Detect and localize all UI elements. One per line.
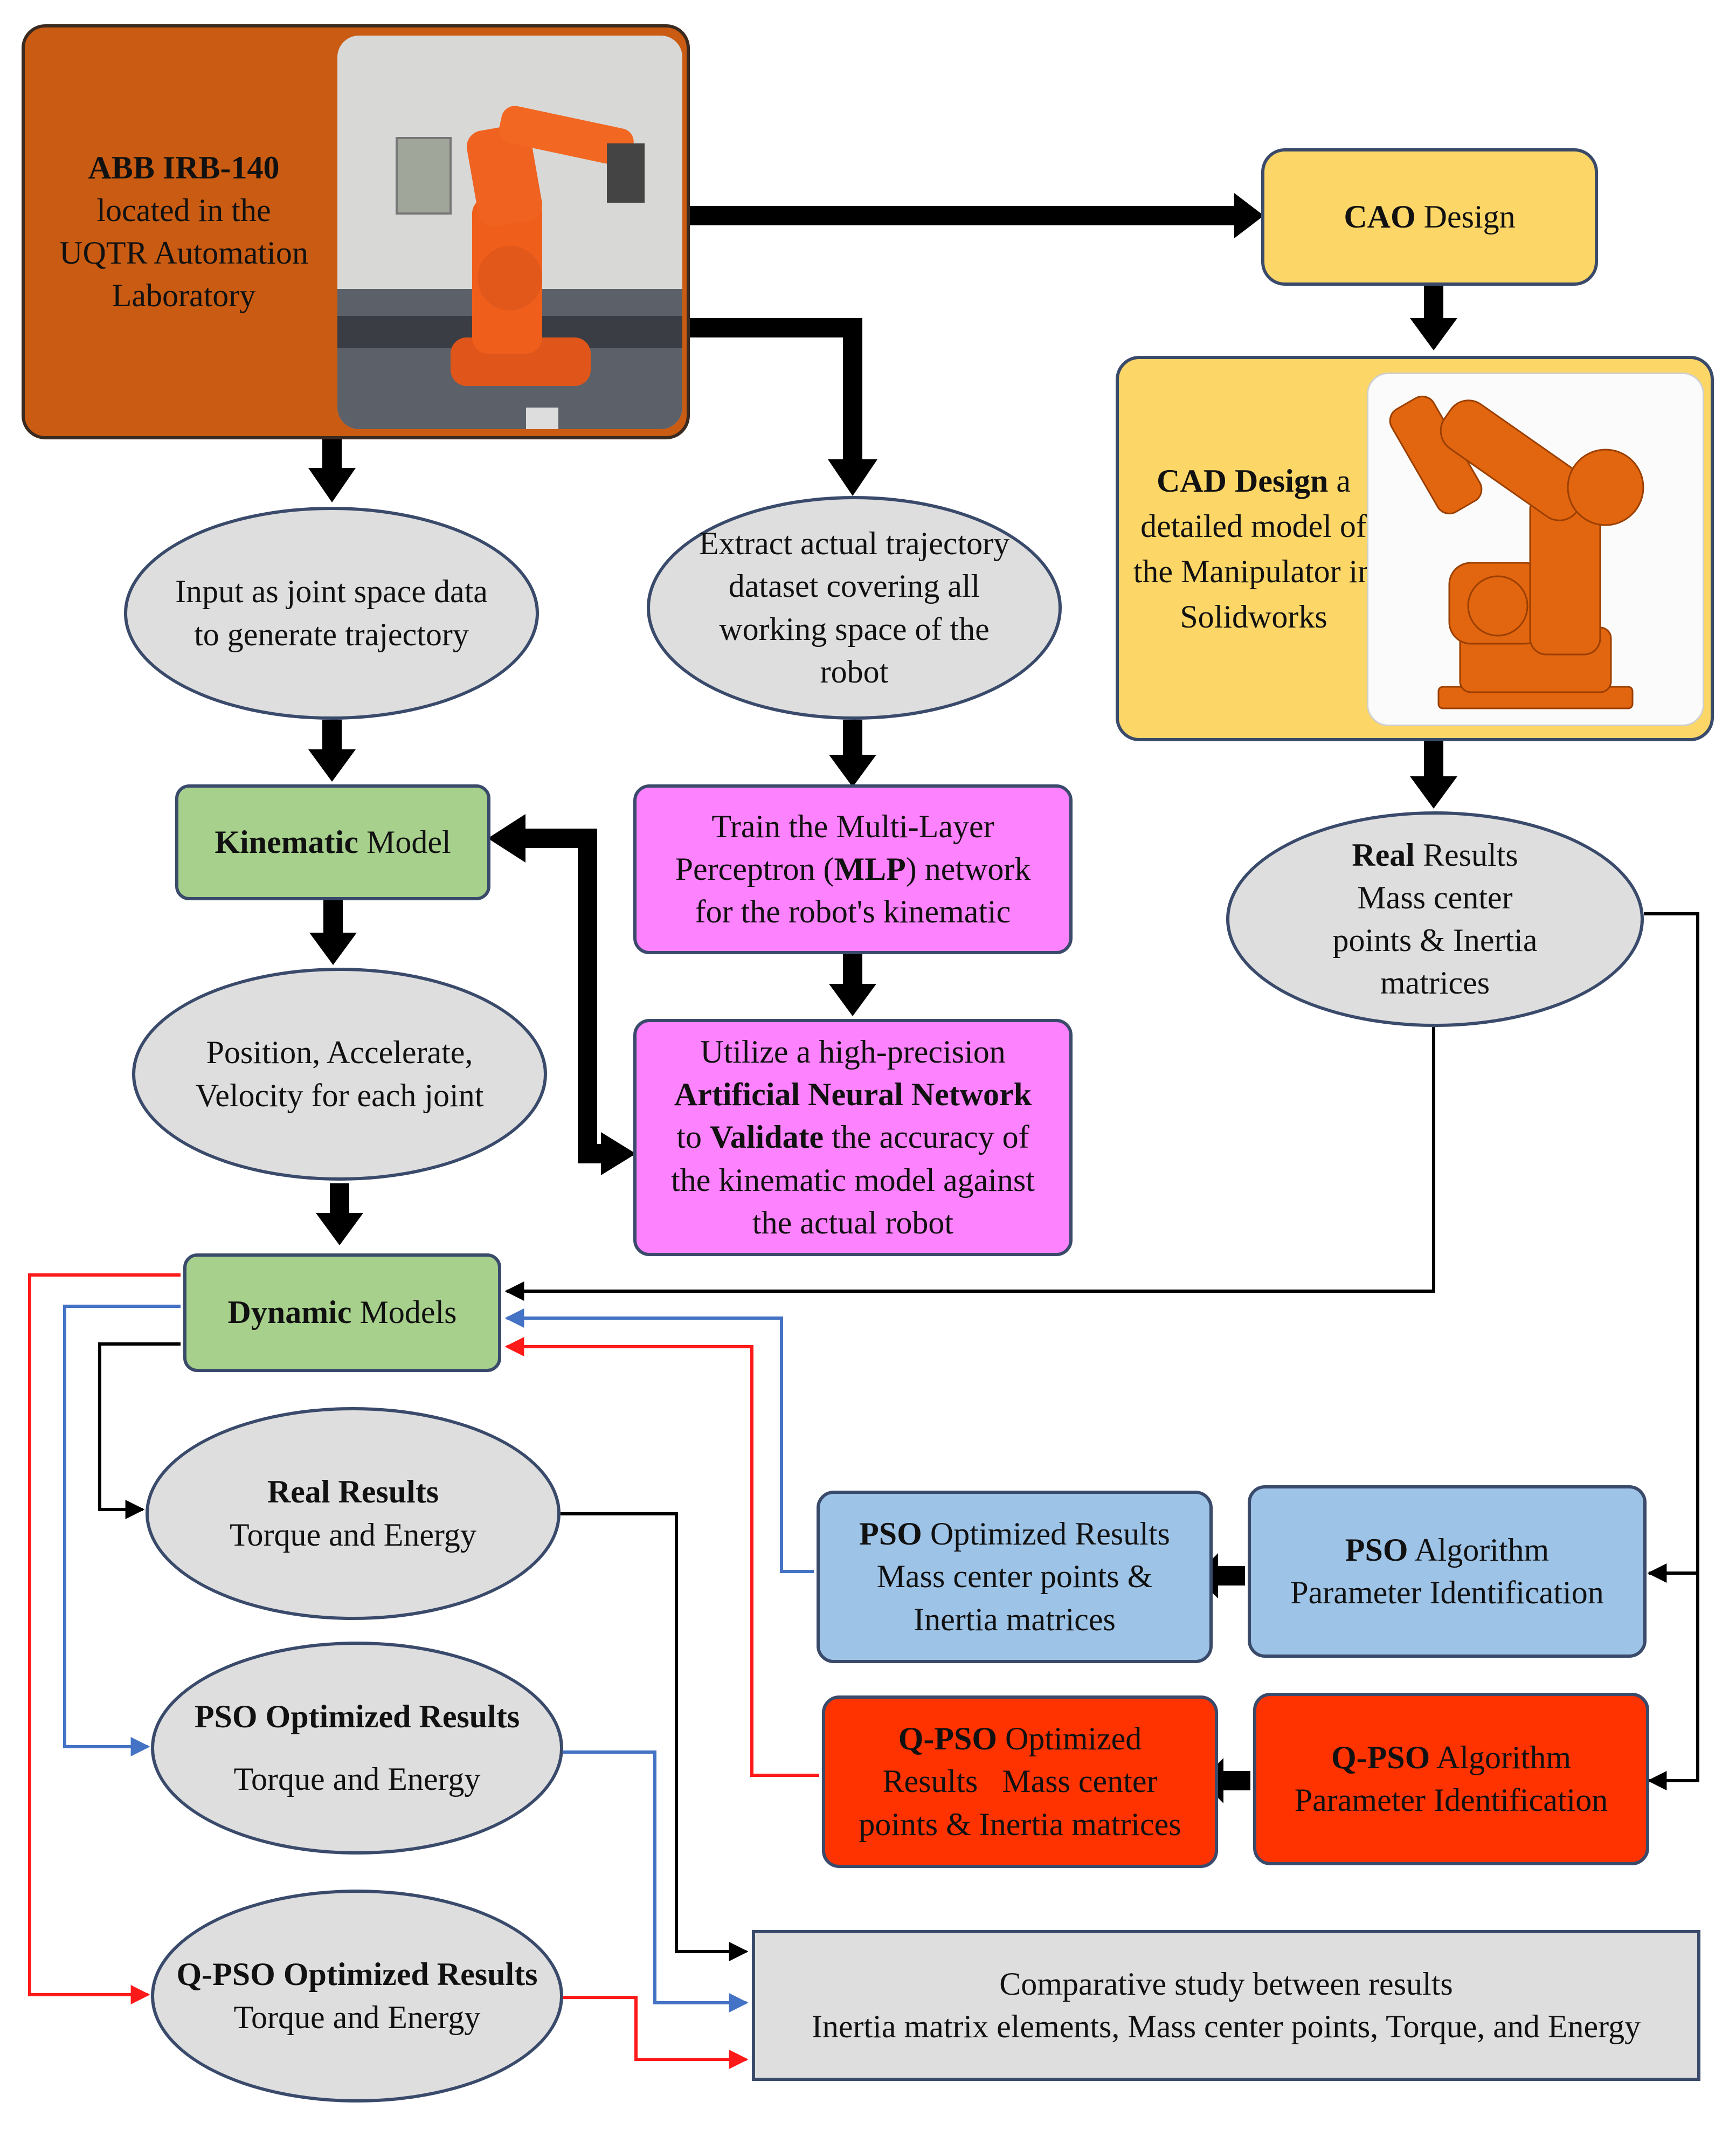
qpso-results-title: Q-PSO Optimized bbox=[898, 1721, 1142, 1757]
line-real-mass-right bbox=[1644, 912, 1699, 1782]
real-mass-line-2: points & Inertia bbox=[1332, 922, 1538, 958]
arrow-kinematic-to-position bbox=[309, 900, 357, 965]
position-line-2: Velocity for each joint bbox=[195, 1077, 484, 1113]
utilize-line-4: the kinematic model against bbox=[671, 1162, 1035, 1198]
compare-line-2: Inertia matrix elements, Mass center poi… bbox=[811, 2009, 1641, 2044]
extract-line-2: dataset covering all bbox=[728, 568, 980, 604]
line-pso-torque-to-compare bbox=[563, 1750, 749, 2012]
pso-results-line-2: Inertia matrices bbox=[914, 1601, 1116, 1637]
line-real-mass-to-dynamic bbox=[504, 1027, 1435, 1301]
comparative-study-box: Comparative study between results Inerti… bbox=[752, 1930, 1700, 2081]
real-results-mass-ellipse: Real Results Mass center points & Inerti… bbox=[1226, 811, 1644, 1027]
train-line-2: Perceptron (MLP) network bbox=[675, 851, 1031, 887]
utilize-line-5: the actual robot bbox=[752, 1204, 954, 1240]
cao-label: CAO Design bbox=[1344, 198, 1516, 235]
real-mass-title: Real Results bbox=[1352, 837, 1518, 873]
dynamic-label: Dynamic Models bbox=[227, 1294, 457, 1331]
qpso-torque-title: Q-PSO Optimized Results bbox=[176, 1956, 538, 1993]
train-mlp-box: Train the Multi-Layer Perceptron (MLP) n… bbox=[633, 784, 1073, 954]
kinematic-label: Kinematic Model bbox=[215, 824, 451, 860]
pso-alg-line: Parameter Identification bbox=[1290, 1575, 1604, 1610]
input-joint-space-ellipse: Input as joint space data to generate tr… bbox=[124, 507, 539, 720]
extract-line-3: working space of the bbox=[719, 611, 990, 647]
arrow-abb-to-input bbox=[308, 439, 356, 502]
real-torque-line: Torque and Energy bbox=[230, 1516, 476, 1553]
pso-algorithm-box: PSO Algorithm Parameter Identification bbox=[1248, 1485, 1647, 1658]
cao-design-box: CAO Design bbox=[1261, 148, 1598, 286]
abb-title: ABB IRB-140 bbox=[88, 149, 280, 185]
position-line-1: Position, Accelerate, bbox=[206, 1035, 473, 1071]
utilize-line-1: Utilize a high-precision bbox=[700, 1034, 1006, 1070]
arrow-kinematic-utilize bbox=[523, 829, 604, 1163]
utilize-line-3: to Validate the accuracy of bbox=[676, 1119, 1029, 1155]
pso-optimized-results-box: PSO Optimized Results Mass center points… bbox=[817, 1491, 1213, 1663]
real-mass-line-1: Mass center bbox=[1357, 879, 1513, 915]
qpso-alg-line: Parameter Identification bbox=[1294, 1782, 1608, 1818]
robot-cad-render-icon bbox=[1367, 373, 1704, 726]
extract-line-4: robot bbox=[820, 653, 889, 690]
abb-line-2: UQTR Automation bbox=[59, 235, 308, 271]
pso-results-line-1: Mass center points & bbox=[876, 1559, 1153, 1595]
pso-torque-title: PSO Optimized Results bbox=[194, 1699, 520, 1735]
kinematic-model-box: Kinematic Model bbox=[175, 784, 490, 900]
qpso-optimized-results-box: Q-PSO Optimized Results Mass center poin… bbox=[822, 1695, 1218, 1868]
extract-line-1: Extract actual trajectory bbox=[698, 526, 1010, 562]
abb-irb140-box: ABB IRB-140 located in the UQTR Automati… bbox=[22, 24, 690, 439]
line-dynamic-to-qpso-torque bbox=[28, 1273, 181, 2004]
pso-torque-line: Torque and Energy bbox=[233, 1761, 481, 1797]
line-qpso-torque-to-compare bbox=[563, 1996, 749, 2069]
arrow-train-to-utilize bbox=[829, 954, 876, 1016]
real-torque-title: Real Results bbox=[267, 1474, 439, 1510]
arrow-abb-to-cao bbox=[690, 193, 1264, 238]
line-real-torque-to-compare bbox=[561, 1512, 749, 1961]
abb-line-3: Laboratory bbox=[112, 278, 256, 314]
robot-arm-photo-icon bbox=[337, 36, 682, 429]
qpso-torque-line: Torque and Energy bbox=[233, 1999, 481, 2035]
arrow-input-to-kinematic bbox=[308, 720, 356, 782]
qpso-results-line-1: Results Mass center bbox=[882, 1763, 1158, 1800]
qpso-algorithm-box: Q-PSO Algorithm Parameter Identification bbox=[1253, 1693, 1649, 1865]
train-line-1: Train the Multi-Layer bbox=[711, 808, 994, 844]
arrow-extract-to-train bbox=[829, 720, 876, 787]
cad-label: CAD Design a detailed model of the Manip… bbox=[1133, 463, 1374, 635]
utilize-line-2: Artificial Neural Network bbox=[674, 1077, 1032, 1113]
pso-results-torque-ellipse: PSO Optimized Results Torque and Energy bbox=[151, 1642, 563, 1855]
input-line-2: to generate trajectory bbox=[194, 616, 469, 652]
arrow-cad-to-real-mass bbox=[1410, 741, 1457, 809]
input-line-1: Input as joint space data bbox=[175, 574, 488, 610]
arrow-position-to-dynamic bbox=[316, 1183, 363, 1245]
real-results-torque-ellipse: Real Results Torque and Energy bbox=[146, 1407, 561, 1620]
qpso-results-torque-ellipse: Q-PSO Optimized Results Torque and Energ… bbox=[151, 1890, 563, 2103]
line-dynamic-to-pso-torque bbox=[63, 1305, 181, 1756]
extract-dataset-ellipse: Extract actual trajectory dataset coveri… bbox=[647, 496, 1062, 720]
train-line-3: for the robot's kinematic bbox=[695, 894, 1011, 930]
line-dynamic-to-real-torque bbox=[98, 1342, 181, 1519]
real-mass-line-3: matrices bbox=[1380, 965, 1490, 1001]
dynamic-models-box: Dynamic Models bbox=[183, 1253, 501, 1372]
abb-line-1: located in the bbox=[96, 192, 271, 228]
arrow-abb-to-extract bbox=[690, 318, 877, 496]
pso-results-title: PSO Optimized Results bbox=[859, 1516, 1170, 1552]
qpso-alg-title: Q-PSO Algorithm bbox=[1331, 1739, 1572, 1775]
line-qpso-results-to-dynamic bbox=[504, 1337, 819, 1777]
utilize-ann-box: Utilize a high-precision Artificial Neur… bbox=[633, 1019, 1073, 1256]
arrow-cao-to-cad bbox=[1410, 286, 1457, 350]
cad-design-box: CAD Design a detailed model of the Manip… bbox=[1116, 356, 1714, 741]
line-pso-results-to-dynamic bbox=[504, 1308, 814, 1573]
compare-line-1: Comparative study between results bbox=[999, 1966, 1453, 2002]
qpso-results-line-2: points & Inertia matrices bbox=[859, 1806, 1181, 1842]
position-velocity-ellipse: Position, Accelerate, Velocity for each … bbox=[132, 968, 547, 1181]
pso-alg-title: PSO Algorithm bbox=[1345, 1532, 1550, 1568]
